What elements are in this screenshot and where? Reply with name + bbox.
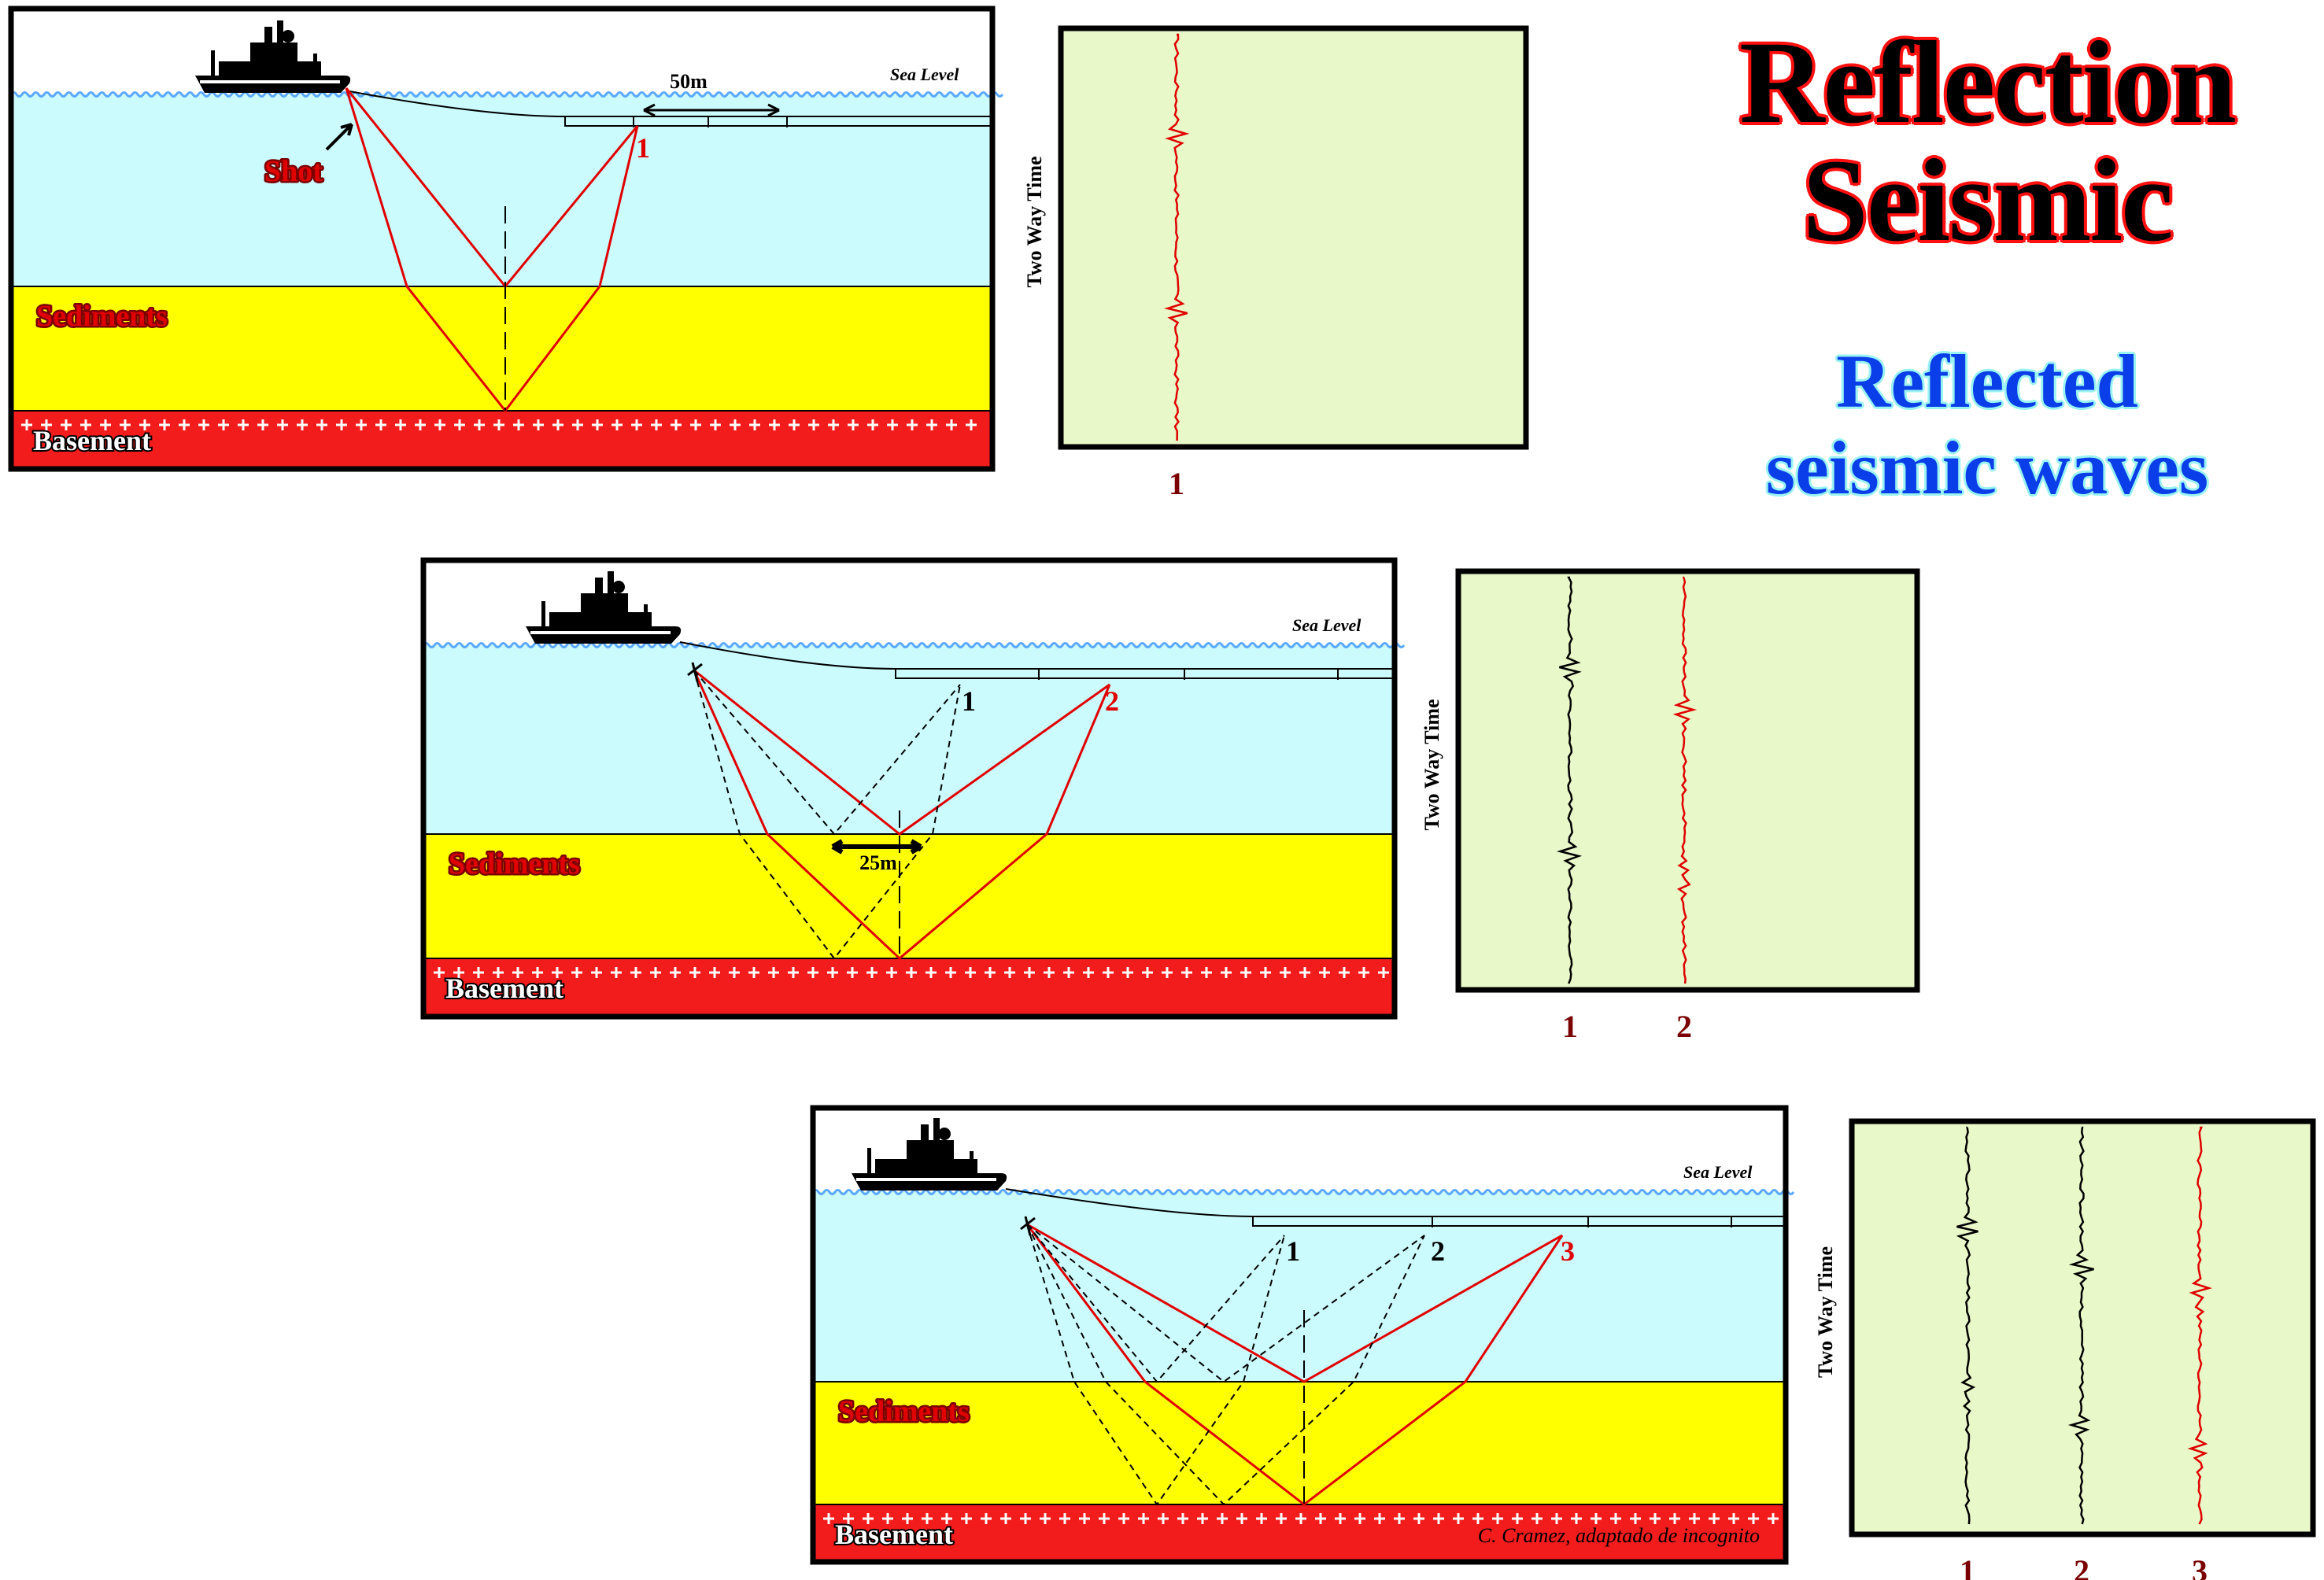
water-layer [423,645,1395,834]
basement-pattern [823,1513,1779,1524]
trace-label-2: 2 [2074,1553,2089,1580]
ray-path-4 [1026,1224,1285,1383]
ship-icon [852,1118,1007,1191]
seismic-trace-2 [1672,576,1698,984]
water-layer [11,94,992,286]
section-frame [420,557,1398,1020]
subtitle-reflected-waves: Reflected seismic waves [1613,338,2324,511]
spacing-50m-label: 50m [670,70,708,93]
ray-path-1 [693,670,1111,961]
basement-pattern [434,967,1389,978]
basement-label: Basement [835,1519,953,1550]
seismic-trace-1 [1556,576,1583,984]
receiver-label-1: 1 [1286,1235,1300,1267]
sediments-label: Sediments [449,847,580,880]
title-line-2: Seismic [1802,135,2173,266]
sea-level-label: Sea Level [1683,1162,1753,1182]
ray-path-2 [693,669,1110,836]
shot-arrow [325,123,353,151]
spacing-arrow [643,103,780,117]
sea-level-label: Sea Level [1292,615,1362,635]
two-way-time-label: Two Way Time [1023,156,1046,287]
basement-layer [423,958,1395,1017]
seismic-trace-1 [1164,33,1190,441]
trace-label-1: 1 [1169,466,1184,501]
water-layer [813,1192,1786,1382]
seismic-trace-2 [2067,1126,2094,1525]
section-frame [810,1105,1789,1565]
trace-label-1: 1 [1960,1553,1975,1580]
two-way-time-label: Two Way Time [1421,699,1443,830]
ray-path-4 [693,670,961,836]
two-way-time-label: Two Way Time [1814,1246,1837,1378]
trace-label-3: 3 [2192,1553,2208,1580]
ray-path-3 [693,670,961,960]
seismic-trace-1 [1956,1126,1979,1525]
shot-marker-icon [687,662,703,682]
ship-icon [526,571,682,644]
shot-label: Shot [264,155,323,188]
seismic-trace-3 [2187,1126,2212,1525]
trace-panel-1: Two Way Time 1 [1023,25,1529,501]
spacing-arrow [831,839,922,855]
sediments-layer [423,834,1395,958]
section-frame [8,6,996,472]
receiver-label-2: 2 [1105,685,1119,717]
basement-label: Basement [445,973,563,1004]
trace-panel-frame [1455,568,1920,993]
ship-icon [195,20,351,93]
sea-surface-waves [9,91,1004,98]
basement-layer [11,411,992,469]
ray-path-3 [1026,1224,1285,1506]
trace-panel-3: Two Way Time 1 2 3 [1814,1118,2316,1580]
receiver-label-3: 3 [1561,1235,1575,1267]
subtitle-line-1: Reflected [1836,339,2138,423]
streamer-cable [679,641,1395,670]
spacing-25m-label: 25m [859,851,897,874]
receiver-label-2: 2 [1431,1235,1445,1267]
receiver-label-1: 1 [962,685,976,717]
trace-panel-2: Two Way Time 1 2 [1421,568,1920,1044]
basement-label: Basement [33,425,151,456]
sea-surface-waves [811,1189,1795,1195]
subtitle-line-2: seismic waves [1765,426,2209,510]
sea-level-label: Sea Level [890,65,959,84]
sediments-label: Sediments [36,300,168,333]
sediments-label: Sediments [838,1395,970,1428]
trace-label-1: 1 [1562,1009,1578,1044]
receiver-label-1: 1 [636,132,650,164]
shot-marker-icon [1020,1216,1036,1236]
credit-text: C. Cramez, adaptado de incognito [1478,1524,1760,1547]
trace-label-2: 2 [1676,1009,1692,1044]
streamer-cable [1005,1188,1786,1217]
title-line-1: Reflection [1739,17,2237,148]
ray-path-1 [1025,1224,1564,1506]
sediments-layer [11,286,992,411]
basement-pattern [21,419,977,430]
ray-path-5 [1026,1224,1425,1506]
trace-panel-frame [1058,25,1529,450]
title-reflection-seismic: Reflection Seismic [1613,24,2324,260]
ray-path-2 [1026,1223,1563,1383]
streamer-cable [349,90,992,117]
sea-surface-waves [422,642,1406,648]
sediments-layer [813,1382,1786,1504]
basement-layer [813,1504,1786,1562]
